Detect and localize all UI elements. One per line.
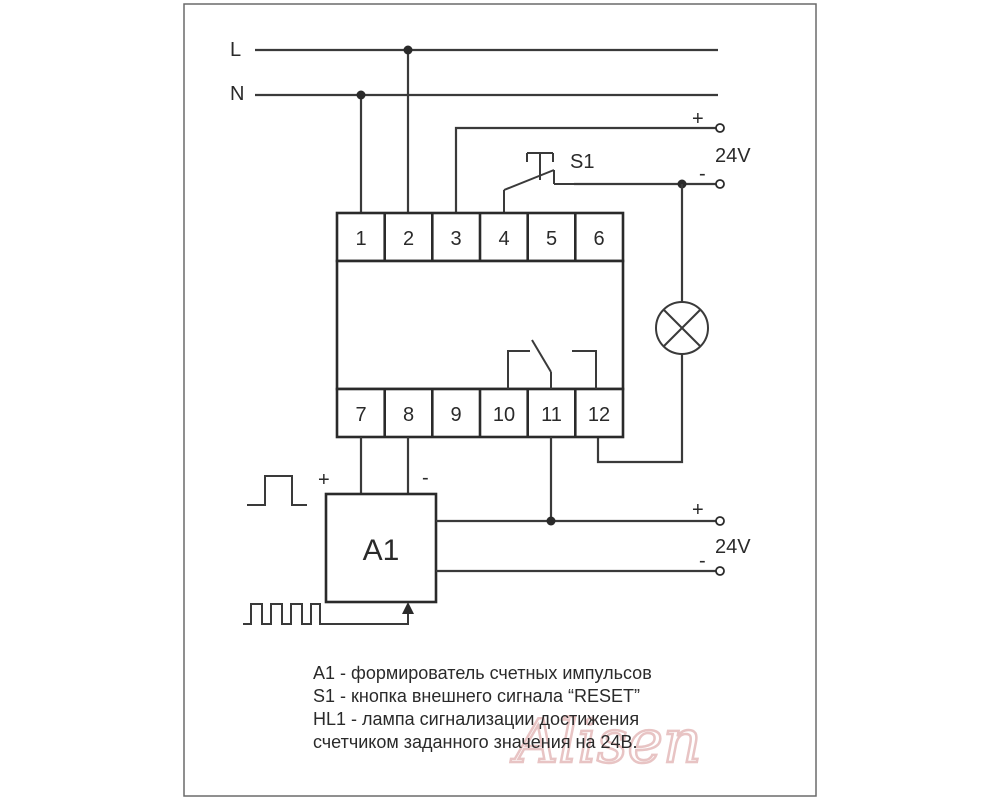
terminal-3: 3: [450, 228, 461, 250]
terminal-7: 7: [355, 404, 366, 426]
legend-line-3: HL1 - лампа сигнализации достижения: [313, 709, 639, 729]
single-pulse-icon: [247, 475, 307, 506]
terminal-8: 8: [403, 404, 414, 426]
supply-bottom-minus-label: -: [699, 550, 706, 572]
terminal-5: 5: [546, 228, 557, 250]
terminal-12: 12: [588, 404, 610, 426]
wire-3-to-plus: [454, 126, 716, 213]
supply-top-voltage-label: 24V: [715, 145, 751, 167]
a1-minus-label: -: [422, 467, 429, 489]
lamp-hl1-icon: [655, 301, 709, 355]
a1-block: [324, 492, 438, 604]
line-label-l: L: [230, 39, 241, 61]
supply-bottom-voltage-label: 24V: [715, 536, 751, 558]
supply-top-minus-label: -: [699, 163, 706, 185]
supply-top-plus-terminal: [715, 123, 725, 133]
terminal-1: 1: [355, 228, 366, 250]
supply-bottom-minus-terminal: [715, 566, 725, 576]
junction-plus-bottom: [546, 516, 556, 526]
relay-body: [335, 259, 625, 391]
supply-top-plus-label: +: [692, 108, 704, 130]
junction-l: [403, 45, 413, 55]
wire-lamp-to-12: [596, 354, 684, 464]
terminal-11: 11: [541, 404, 562, 426]
diagram-frame: [183, 3, 817, 797]
legend-line-2: S1 - кнопка внешнего сигнала “RESET”: [313, 686, 640, 706]
junction-n: [356, 90, 366, 100]
terminal-4: 4: [498, 228, 509, 250]
a1-label: A1: [363, 534, 400, 567]
relay-module: 1 2 3 4 5 6 7 8 9 10 11 12: [335, 211, 625, 439]
legend-line-1: A1 - формирователь счетных импульсов: [313, 663, 652, 683]
relay-contact-icon: [507, 339, 597, 389]
supply-bottom-plus-label: +: [692, 499, 704, 521]
line-label-n: N: [230, 83, 244, 105]
terminal-9: 9: [450, 404, 461, 426]
terminal-6: 6: [593, 228, 604, 250]
switch-s1-label: S1: [570, 151, 594, 173]
supply-top-minus-terminal: [715, 179, 725, 189]
pulse-train-icon: [243, 603, 409, 625]
a1-plus-label: +: [318, 469, 330, 491]
terminal-10: 10: [493, 404, 515, 426]
watermark-logo: Alisen: [510, 707, 702, 777]
input-arrow-icon: [402, 602, 414, 614]
switch-s1-icon: [503, 152, 574, 213]
supply-bottom-plus-terminal: [715, 516, 725, 526]
terminal-2: 2: [403, 228, 414, 250]
legend-line-4: счетчиком заданного значения на 24В.: [313, 732, 638, 752]
